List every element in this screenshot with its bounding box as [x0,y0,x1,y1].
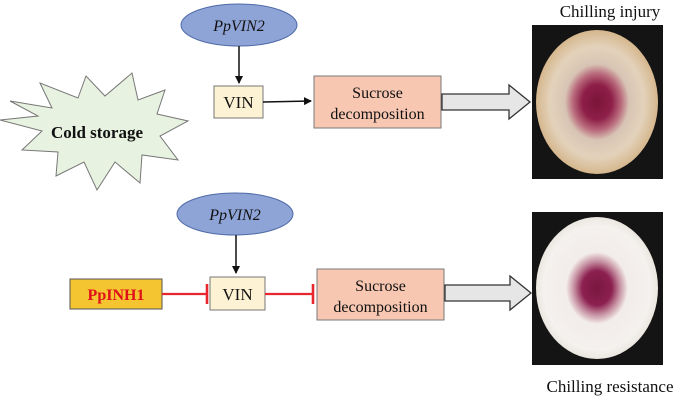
outcome-label-bottom: Chilling resistance [546,377,673,396]
sucrose-box-bottom [316,268,445,321]
fruit-photo-bottom [536,217,658,359]
sucrose-line2-bottom: decomposition [333,299,427,316]
bottom-pathway: PpVIN2 PpINH1 VIN Sucrose decomposition … [69,192,674,396]
gene-label-bottom: PpVIN2 [208,207,261,224]
inhibitor-label: PpINH1 [88,287,145,304]
top-pathway: PpVIN2 VIN Sucrose decomposition Chillin… [180,2,663,179]
cold-storage-node: Cold storage [0,72,190,192]
gene-label-top: PpVIN2 [212,18,265,35]
block-arrow-top [441,83,532,121]
gene-ellipse-bottom [176,192,294,236]
vin-box-top [213,85,264,119]
cold-storage-label: Cold storage [51,123,144,142]
vin-to-sucrose-arrow-top [262,97,312,106]
sucrose-line1-top: Sucrose [352,85,403,102]
vin-label-bottom: VIN [222,285,252,304]
outcome-label-top: Chilling injury [560,2,661,21]
sucrose-line2-top: decomposition [330,106,424,123]
inhibitor-box [69,278,163,310]
sucrose-box-top [313,75,442,129]
vin-label-top: VIN [223,93,253,112]
vin-box-bottom [209,276,266,311]
block-arrow-bottom [444,274,533,312]
sucrose-line1-bottom: Sucrose [355,278,406,295]
starburst-icon [0,72,190,192]
fruit-photo-top [536,30,658,174]
